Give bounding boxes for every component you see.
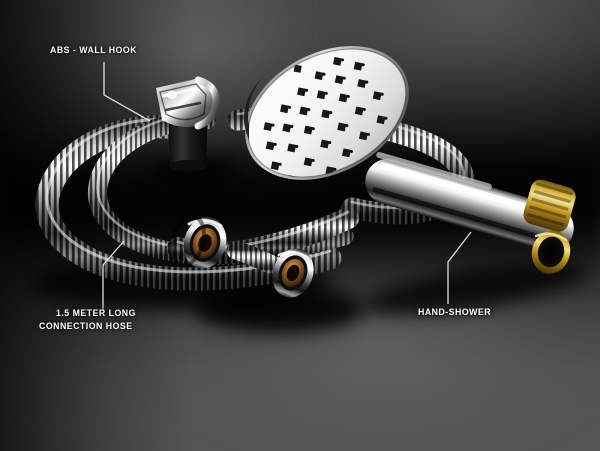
callout-leader-lines bbox=[102, 62, 472, 310]
hose-connector-nut-left bbox=[170, 214, 227, 269]
leader-connection-hose bbox=[102, 240, 125, 310]
hose-connector-nut-right bbox=[272, 248, 314, 298]
callout-label-connection-hose-line1: 1.5 METER LONG bbox=[56, 308, 136, 319]
callout-label-connection-hose: 1.5 METER LONG CONNECTION HOSE bbox=[39, 307, 158, 333]
leader-wall-hook bbox=[103, 62, 151, 122]
brass-connector bbox=[523, 179, 576, 232]
callout-label-hand-shower: HAND-SHOWER bbox=[418, 307, 492, 318]
callout-label-connection-hose-line2: CONNECTION HOSE bbox=[39, 321, 133, 332]
leader-hand-shower bbox=[447, 231, 472, 304]
background-vignette-bottom bbox=[0, 331, 600, 451]
abs-wall-hook bbox=[156, 76, 220, 172]
callout-label-wall-hook: ABS - WALL HOOK bbox=[50, 45, 138, 56]
hand-shower-wand bbox=[365, 152, 576, 274]
rain-shower-head bbox=[243, 46, 409, 200]
background-vignette-left bbox=[0, 0, 190, 451]
